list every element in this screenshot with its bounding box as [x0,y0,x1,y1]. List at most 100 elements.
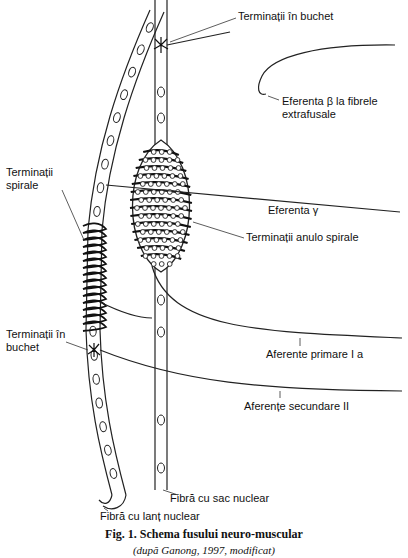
bag-nucleus [176,166,181,171]
chain-nucleus [93,206,101,217]
leader-line [193,222,244,238]
bag-nucleus [178,174,183,179]
bag-nucleus [155,198,160,203]
bag-nucleus [151,158,156,163]
bag-nucleus [147,198,152,203]
bag-nucleus [183,206,188,211]
bag-nucleus [160,166,165,171]
bag-nucleus [164,182,169,187]
chain-fiber [103,495,126,509]
bag-nucleus [151,190,156,195]
bag-nucleus [175,158,180,163]
leader-line [300,338,301,346]
bag-nucleus [167,254,172,259]
leader-line [66,342,88,350]
bag-nucleus [168,166,173,171]
bag-nucleus [167,262,172,267]
bag-nucleus [152,246,157,251]
bag-nucleus [170,174,175,179]
flower-spray-ending [88,37,168,357]
bag-nucleus [158,327,165,337]
bag-nucleus [143,254,148,259]
chain-nucleus [95,398,103,409]
chain-nucleus [119,89,128,101]
nerve-fiber [167,32,230,45]
callout-label: Eferenta γ [268,204,358,217]
spiral-ending [83,223,106,331]
bag-nucleus [151,206,156,211]
chain-fiber [99,495,112,503]
annulospiral-ending [130,150,192,259]
bag-nucleus [171,198,176,203]
callout-label: Fibră cu lanț nuclear [100,510,260,523]
bag-nucleus [159,158,164,163]
bag-nucleus [144,246,149,251]
chain-nucleus [99,421,107,432]
chain-nucleus [104,445,112,456]
bag-nucleus [156,230,161,235]
bag-nucleus [139,214,144,219]
callout-label: Aferențe secundare II [244,400,404,413]
bag-nucleus [140,182,145,187]
bag-nucleus [148,182,153,187]
chain-nucleus [112,112,121,123]
bag-nucleus [172,182,177,187]
bag-nucleus [179,198,184,203]
chain-nucleus [92,374,99,385]
bag-nucleus [159,222,164,227]
bag-nucleus [154,174,159,179]
bag-nucleus [147,214,152,219]
bag-nucleus [158,113,165,123]
nerve-fiber [100,302,152,318]
bag-nucleus [162,174,167,179]
bag-nucleus [179,214,184,219]
flower-spray-ending [154,37,168,53]
bag-nucleus [151,222,156,227]
bag-nucleus [167,158,172,163]
bag-nucleus [159,206,164,211]
chain-nucleus [97,182,105,193]
bag-nucleus [158,415,165,425]
bag-nucleus [172,230,177,235]
leader-line [268,96,279,100]
bag-nucleus [143,222,148,227]
bag-nucleus [143,158,148,163]
bag-nucleus [163,198,168,203]
bag-nucleus [167,222,172,227]
bag-nucleus [139,198,144,203]
bag-nucleus [146,174,151,179]
nerve-fiber [259,45,395,94]
chain-nucleus [136,44,146,56]
bag-nucleus [160,246,165,251]
bag-nucleus [138,238,143,243]
bag-nucleus [151,254,156,259]
bag-nucleus [152,166,157,171]
chain-nucleus [106,135,115,146]
bag-nucleus [175,222,180,227]
bag-nucleus [159,262,164,267]
annulospiral-ending [130,150,192,259]
bag-nucleus [164,230,169,235]
bag-nucleus [156,182,161,187]
bag-nucleus [135,150,188,267]
bag-nucleus [176,246,181,251]
chain-nucleus [145,22,155,34]
bag-nucleus [168,246,173,251]
bag-nucleus [162,238,167,243]
chain-nucleus [101,159,109,170]
bag-nucleus [175,206,180,211]
bag-nucleus [180,230,185,235]
leader-line [62,190,84,240]
nerve-fiber [106,185,400,212]
bag-nucleus [151,262,156,267]
chain-nucleus [90,326,97,336]
bag-nucleus [155,214,160,219]
leader-line [62,18,300,511]
leader-line [280,391,281,398]
bag-nucleus [151,150,156,155]
bag-nucleus [163,214,168,219]
callout-label: Terminații în buchet [238,10,368,23]
bag-nucleus [146,238,151,243]
bag-nucleus [148,230,153,235]
bag-nucleus [180,182,185,187]
